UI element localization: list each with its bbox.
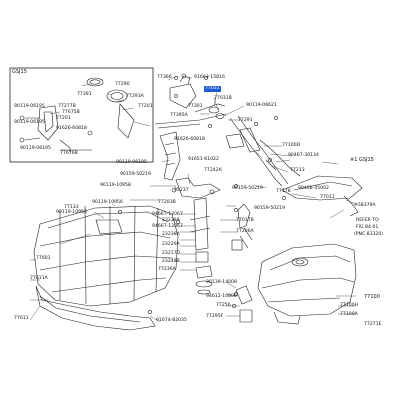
part-label-77100h[interactable]: 77100H — [340, 303, 359, 308]
part-label-77291[interactable]: 77291 — [238, 118, 253, 123]
part-label-77293a[interactable]: 77293A — [126, 94, 144, 99]
part-label-77277b[interactable]: 77277B — [58, 104, 76, 109]
part-label-90119-10956-a[interactable]: 90119-10956 — [92, 200, 123, 205]
part-label-91626-60818-a[interactable]: 91626-60818 — [56, 126, 87, 131]
fuel-tank-part — [33, 205, 179, 307]
part-label-91674-82035[interactable]: 91674-82035 — [156, 318, 187, 323]
refer-line-2: FIG 84-01 — [356, 225, 379, 230]
protector-part — [281, 175, 363, 201]
part-label-77601[interactable]: 77601 — [36, 256, 51, 261]
part-label-77011[interactable]: 77011 — [320, 195, 335, 200]
cap-plate-part — [106, 89, 128, 103]
refer-line-3: (PNC 83320) — [354, 232, 384, 237]
part-label-95237[interactable]: 95237 — [174, 188, 189, 193]
part-label-77100d[interactable]: 77100D — [282, 143, 301, 148]
part-label-77290[interactable]: 77290 — [115, 82, 130, 87]
part-label-90139-14008[interactable]: 90139-14008 — [206, 280, 237, 285]
part-label-77100a[interactable]: 77100A — [340, 312, 358, 317]
part-label-77675b[interactable]: 77675B — [62, 110, 80, 115]
part-label-90467-30134[interactable]: 90467-30134 — [288, 153, 319, 158]
part-label-91651-61022[interactable]: 91651-61022 — [188, 157, 219, 162]
sub-tank-part — [257, 243, 357, 317]
part-label-77213[interactable]: 77213 — [290, 168, 305, 173]
part-label-90119-06195-a[interactable]: 90119-06195 — [14, 104, 45, 109]
part-label-77236a[interactable]: 77236A — [158, 267, 176, 272]
part-label-77203b[interactable]: 77203B — [158, 200, 176, 205]
part-label-77242a[interactable]: 77242A — [204, 168, 222, 173]
part-label-23217d[interactable]: 23217D — [162, 251, 181, 256]
part-label-90159-50219-b[interactable]: 90159-50219 — [232, 186, 263, 191]
part-label-77611[interactable]: 77611 — [14, 316, 29, 321]
filler-cap-part — [86, 77, 104, 87]
part-label-90159-50219-c[interactable]: 90159-50219 — [254, 206, 285, 211]
note-gsj15: ※1 GSJ15 — [350, 157, 374, 163]
part-label-90119-06621[interactable]: 90119-06621 — [246, 103, 277, 108]
filler-tube-part — [229, 117, 283, 187]
part-label-77395a[interactable]: 77395A — [170, 113, 188, 118]
part-label-77031b[interactable]: 77031B — [214, 96, 232, 101]
part-label-90119-10958[interactable]: 90119-10958 — [100, 183, 131, 188]
part-label-91626-60818-b[interactable]: 91626-60818 — [174, 137, 205, 142]
part-label-23248b[interactable]: 23248B — [162, 259, 180, 264]
figure-id: 77271E — [364, 322, 382, 327]
part-label-77031-highlight[interactable]: 77031 — [204, 86, 221, 92]
part-label-90119-06195-d[interactable]: 90119-06195 — [116, 160, 147, 165]
part-label-77301[interactable]: 77301 — [188, 104, 203, 109]
inset-title: GSJ15 — [12, 69, 27, 75]
part-label-90119-06195-c[interactable]: 90119-06195 — [20, 146, 51, 151]
part-label-77295f[interactable]: 77295F — [206, 314, 224, 319]
part-label-58379a[interactable]: ※58379A — [354, 203, 376, 208]
part-label-77133[interactable]: 77133 — [64, 205, 79, 210]
part-label-77178[interactable]: 77178 — [276, 189, 291, 194]
part-label-90468-45002[interactable]: 90468-45002 — [298, 186, 329, 191]
part-label-94667-12067-b[interactable]: 94667-12067 — [152, 224, 183, 229]
part-label-77611a[interactable]: 77611A — [30, 276, 48, 281]
part-label-23238a-b[interactable]: 23238A — [162, 232, 180, 237]
part-label-77100[interactable]: 77100 — [364, 294, 380, 300]
part-label-23238a-a[interactable]: 23238A — [162, 218, 180, 223]
part-label-77017b[interactable]: 77017B — [236, 218, 254, 223]
part-label-94667-12067-a[interactable]: 94667-12067 — [152, 212, 183, 217]
refer-line-1: REFER TO — [356, 218, 379, 223]
part-label-23229a[interactable]: 23229A — [162, 242, 180, 247]
part-label-77256[interactable]: 77256 — [216, 303, 231, 308]
part-label-77206a[interactable]: 77206A — [236, 229, 254, 234]
part-label-77366[interactable]: 77366 — [157, 75, 172, 80]
sender-assembly-part — [193, 197, 209, 251]
part-label-90119-10956-b[interactable]: 90119-10956 — [56, 210, 87, 215]
part-label-91663-15816[interactable]: 91663-15816 — [194, 75, 225, 80]
filler-bracket-part — [117, 103, 135, 139]
part-label-94612-10800[interactable]: 94612-10800 — [206, 294, 237, 299]
inset-box — [9, 67, 154, 163]
part-label-77676b[interactable]: 77676B — [60, 151, 78, 156]
part-label-90119-06195-b[interactable]: 90119-06195 — [14, 120, 45, 125]
tank-strap-part — [35, 285, 156, 331]
part-label-77201-a[interactable]: 77201 — [138, 104, 153, 109]
part-label-90159-50219-a[interactable]: 90159-50219 — [120, 172, 151, 177]
heat-shield-part — [159, 131, 181, 181]
part-label-77201-b[interactable]: 77201 — [56, 116, 71, 121]
filler-neck-part — [169, 83, 197, 109]
part-label-77391[interactable]: 77391 — [77, 92, 92, 97]
